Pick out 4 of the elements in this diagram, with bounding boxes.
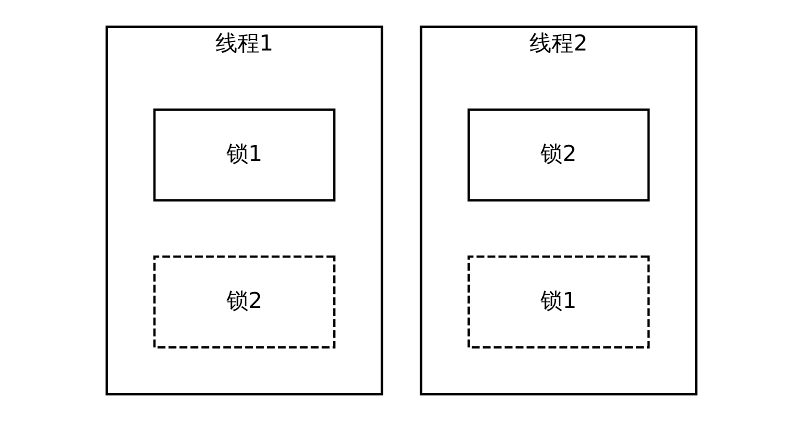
node-box: 锁2 [152,255,335,348]
node-box: 锁1 [152,108,335,202]
node-box: 锁2 [467,108,650,202]
node-box: 锁1 [467,255,650,348]
